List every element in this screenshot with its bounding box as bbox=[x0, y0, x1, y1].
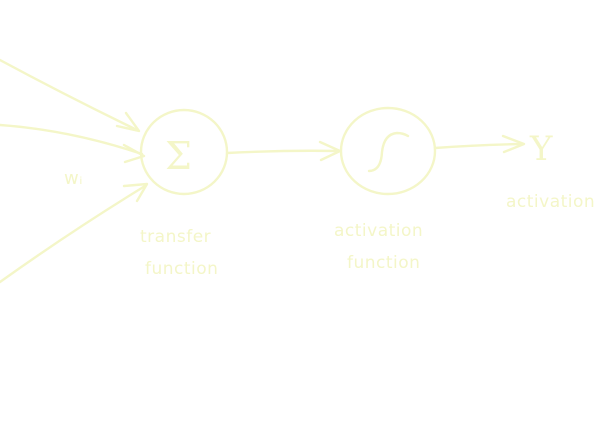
activation-node-circle bbox=[339, 106, 437, 196]
input-arrowhead-2 bbox=[122, 143, 146, 164]
transfer-label-line2: function bbox=[145, 259, 218, 279]
input-arrowhead-1 bbox=[115, 111, 141, 133]
transfer-to-activation-line bbox=[225, 149, 340, 155]
input-line-3 bbox=[0, 184, 147, 284]
transfer-label-line1: transfer bbox=[140, 227, 211, 247]
activation-function-label-line2: function bbox=[347, 253, 420, 273]
input-line-2 bbox=[0, 123, 144, 156]
activation-function-label-line1: activation bbox=[334, 221, 423, 241]
sigma-symbol: Σ bbox=[165, 134, 192, 178]
output-arrowhead bbox=[501, 134, 526, 154]
activation-curve-icon bbox=[367, 131, 410, 173]
output-line bbox=[433, 142, 524, 150]
weights-label: wᵢ bbox=[64, 168, 83, 189]
input-arrowhead-3 bbox=[122, 182, 149, 203]
input-line-1 bbox=[0, 58, 139, 132]
output-symbol: Y bbox=[529, 129, 553, 169]
output-label: activation bbox=[506, 192, 595, 212]
